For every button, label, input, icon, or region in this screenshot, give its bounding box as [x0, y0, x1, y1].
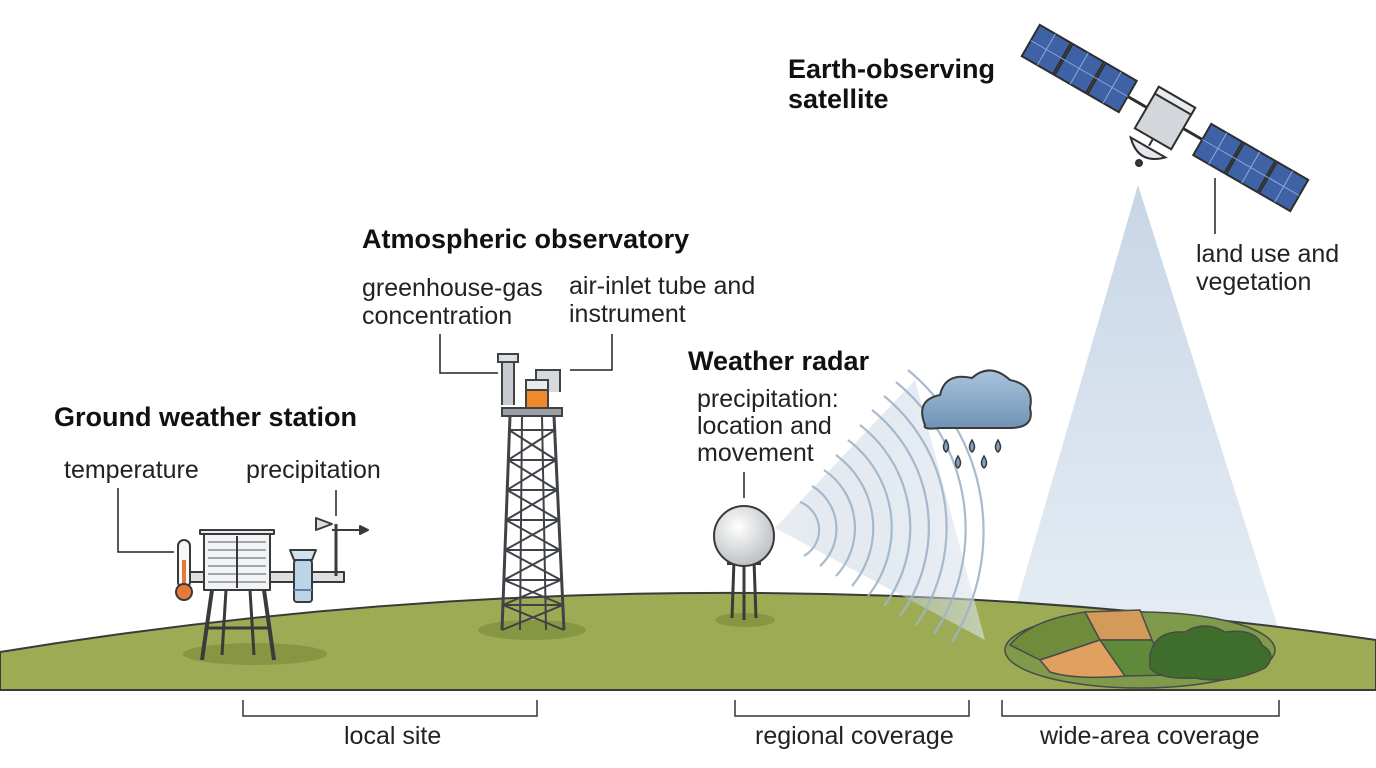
- coverage-brackets: [242, 700, 1280, 717]
- land-use-label: land use and vegetation: [1196, 240, 1340, 296]
- satellite-title: Earth-observing satellite: [788, 54, 996, 114]
- radar-precipitation-label: precipitation: location and movement: [697, 385, 839, 467]
- weather-radar: [713, 505, 775, 620]
- coverage-wide-label: wide-area coverage: [1040, 722, 1260, 750]
- observatory-title: Atmospheric observatory: [362, 224, 690, 254]
- coverage-local-label: local site: [344, 722, 442, 750]
- leader-lines: [117, 178, 1216, 553]
- land-use-patches: [1004, 609, 1276, 689]
- air-inlet-label: air-inlet tube and instrument: [569, 272, 756, 328]
- precipitation-label: precipitation: [246, 456, 381, 484]
- temperature-label: temperature: [64, 456, 199, 484]
- rain-cloud: [921, 369, 1032, 469]
- tower-shadow: [478, 620, 586, 640]
- ground-station-title: Ground weather station: [54, 402, 358, 432]
- satellite-beam: [1006, 185, 1282, 640]
- radar-title: Weather radar: [688, 346, 870, 376]
- greenhouse-gas-label: greenhouse-gas concentration: [362, 274, 543, 330]
- coverage-regional-label: regional coverage: [755, 722, 954, 750]
- observatory-tower: [497, 353, 566, 631]
- satellite: [1020, 23, 1310, 213]
- weather-station: [175, 517, 369, 661]
